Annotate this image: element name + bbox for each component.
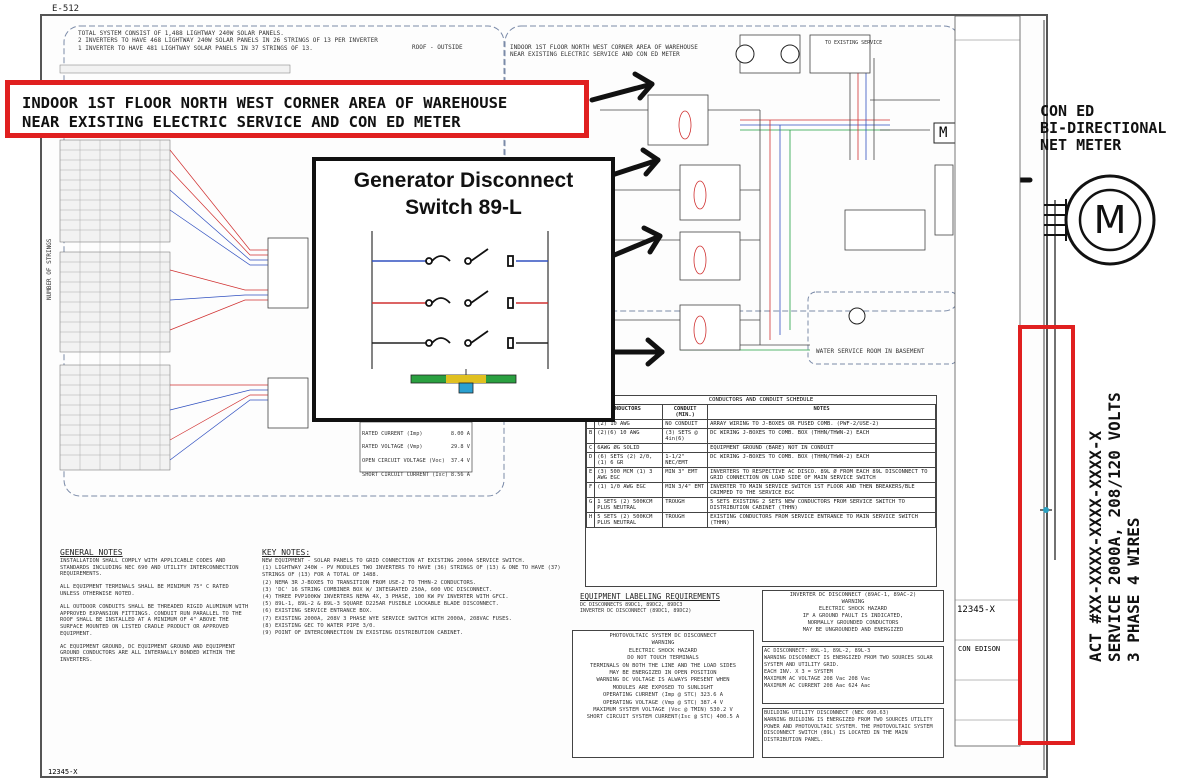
labeling-sub1: DC DISCONNECTS 89DC1, 89DC2, 89DC3 [580,602,683,608]
inverter-dc-placard: INVERTER DC DISCONNECT (89AC-1, 89AC-2) … [762,590,944,642]
schedule-header: NOTES [707,404,936,420]
schedule-row: B(2)(6) 10 AWG(3) SETS @ 4in(6)DC WIRING… [585,428,936,444]
schedule-cell: MIN 3/4" EMT [662,482,709,498]
schedule-cell: E [585,467,596,483]
account-highlight-box [1018,325,1075,745]
schedule-cell: TROUGH [662,512,709,528]
to-existing-label: TO EXISTING SERVICE [825,40,883,46]
schedule-cell: DC WIRING J-BOXES TO COMB. BOX (THHN/THW… [707,428,936,444]
schedule-cell: ARRAY WIRING TO J-BOXES OR FUSED COMB. (… [707,419,936,429]
schedule-title: CONDUCTORS AND CONDUIT SCHEDULE [708,397,814,403]
schedule-cell: D [585,452,596,468]
schedule-cell: INVERTER TO MAIN SERVICE SWITCH 1ST FLOO… [707,482,936,498]
roof-label: ROOF - OUTSIDE [412,44,463,51]
labeling-sub2: INVERTER DC DISCONNECT (89DC1, 89DC2) [580,608,692,614]
schedule-cell: TROUGH [662,497,709,513]
schedule-cell [662,443,709,453]
coned-meter-label: CON ED BI-DIRECTIONAL NET METER [1040,102,1167,154]
ac-disconnect-placard: AC DISCONNECT: 89L-1, 89L-2, 89L-3 WARNI… [762,646,944,704]
schedule-cell: 5 SETS (2) 500KCM PLUS NEUTRAL [594,512,664,528]
schedule-cell: 6AWG ØG SOLID [594,443,664,453]
key-notes: NEW EQUIPMENT - SOLAR PANELS TO GRID CON… [262,558,561,637]
water-service-label: WATER SERVICE ROOM IN BASEMENT [816,348,925,355]
schedule-cell: INVERTERS TO RESPECTIVE AC DISCO. 89L Ø … [707,467,936,483]
drawing-number: 12345-X [957,605,995,615]
arrow-icons [589,71,1033,367]
conductor-schedule: CONDUCTORS AND CONDUIT SCHEDULE CONDUCTO… [585,395,937,587]
disconnect-switch-icon [371,231,549,394]
schedule-cell: MIN 3" EMT [662,467,709,483]
module-ratings: RATED CURRENT (Imp)8.00 A RATED VOLTAGE … [362,430,470,478]
generator-disconnect-callout: Generator Disconnect Switch 89-L [312,157,615,422]
schedule-cell: G [585,497,596,513]
schedule-cell: EQUIPMENT GROUND (BARE) NOT IN CONDUIT [707,443,936,453]
schedule-cell: (3) 500 MCM (1) 3 AWG EGC [594,467,664,483]
general-notes-title: GENERAL NOTES [60,548,123,557]
schedule-cell: NO CONDUIT [662,419,709,429]
general-notes: INSTALLATION SHALL COMPLY WITH APPLICABL… [60,558,249,663]
building-disconnect-placard: BUILDING UTILITY DISCONNECT (NEC 690.63)… [762,708,944,758]
location-callout: INDOOR 1ST FLOOR NORTH WEST CORNER AREA … [5,80,589,138]
dc-disconnect-placard: PHOTOVOLTAIC SYSTEM DC DISCONNECT WARNIN… [572,630,754,758]
schedule-cell: (6) SETS (2) 2/0, (1) 6 GR [594,452,664,468]
pv-array-1 [59,139,171,243]
schedule-cell: F [585,482,596,498]
meter-m-symbol: M [1093,198,1127,242]
meter-icon [1044,174,1156,266]
schedule-cell: H [585,512,596,528]
system-notes: TOTAL SYSTEM CONSIST OF 1,488 LIGHTWAY 2… [78,30,378,52]
schedule-cell: 1-1/2" NEC/EMT [662,452,709,468]
schedule-cell: 5 SETS EXISTING 2 SETS NEW CONDUCTORS FR… [707,497,936,513]
company-name: CON EDISON [958,645,1001,653]
pv-array-3 [59,364,171,471]
labeling-title: EQUIPMENT LABELING REQUIREMENTS [580,592,720,601]
indoor-label-small: INDOOR 1ST FLOOR NORTH WEST CORNER AREA … [510,44,698,59]
key-notes-title: KEY NOTES: [262,548,311,557]
small-meter-symbol: M [939,125,948,141]
schedule-cell: C [585,443,596,453]
strings-label: NUMBER OF STRINGS [46,238,53,300]
drawing-label: E-512 [52,4,80,14]
schedule-cell: (1) 1/0 AWG EGC [594,482,664,498]
schedule-cell: DC WIRING J-BOXES TO COMB. BOX (THHN/THW… [707,452,936,468]
schedule-cell: (3) SETS @ 4in(6) [662,428,709,444]
account-service-label: ACT #XX-XXXX-XXXX-XXXX-X SERVICE 2000A, … [1086,392,1143,662]
bottom-label: 12345-X [48,768,78,776]
schedule-cell: EXISTING CONDUCTORS FROM SERVICE ENTRANC… [707,512,936,528]
schedule-header: CONDUIT (MIN.) [662,404,709,420]
schedule-cell: 1 SETS (2) 500KCM PLUS NEUTRAL [594,497,664,513]
generator-title: Generator Disconnect Switch 89-L [353,169,574,219]
